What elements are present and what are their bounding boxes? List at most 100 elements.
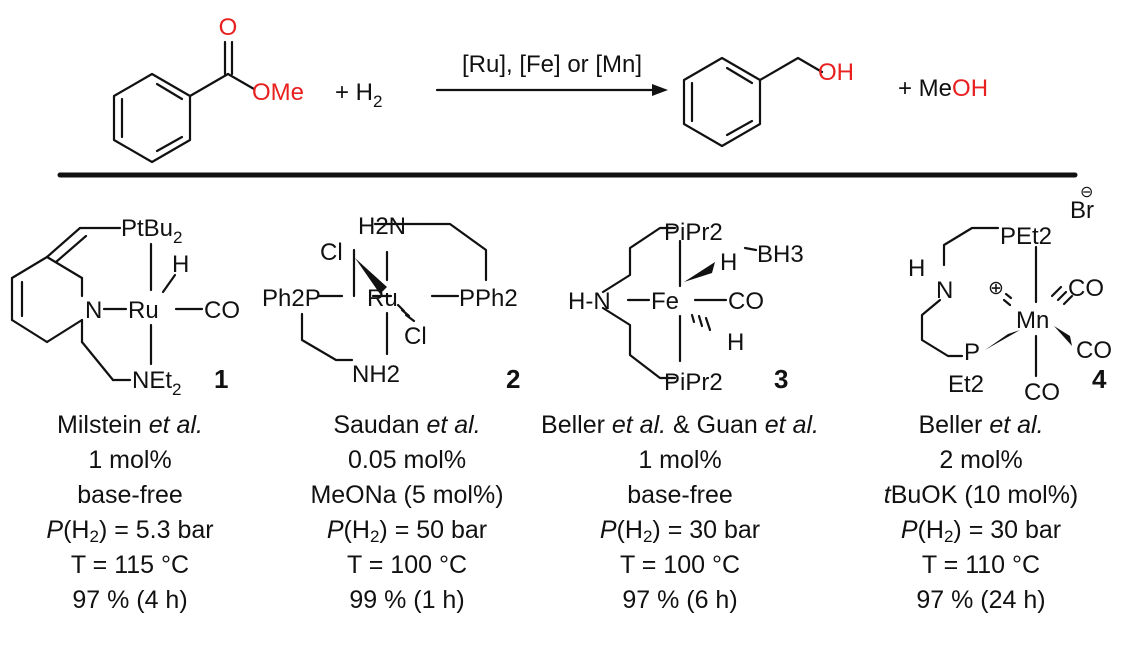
cat4-n: N xyxy=(936,277,953,304)
cat4-co2: CO xyxy=(1076,337,1112,364)
cat1-yield: 97 % (4 h) xyxy=(72,586,188,614)
meoh-oh-text: OH xyxy=(952,75,988,102)
cat4-pressure: = 30 bar xyxy=(968,516,1062,544)
cat4-yield: 97 % (24 h) xyxy=(916,586,1046,614)
ch2oh-bond xyxy=(758,56,824,82)
cat4-pressure-line: P(H2) = 30 bar xyxy=(900,516,1062,546)
cat2-et-al: et al. xyxy=(426,411,481,439)
cat3-et-al-2: et al. xyxy=(764,411,819,439)
cat3-h-bh3: H xyxy=(720,249,737,276)
cat2-base: MeONa (5 mol%) xyxy=(310,481,504,509)
product-benzene-ring xyxy=(682,56,762,148)
cat1-net-sub: 2 xyxy=(172,380,181,399)
cat2-metal: Ru xyxy=(367,285,398,312)
cat2-nh2: NH2 xyxy=(352,361,400,388)
cat1-metal: Ru xyxy=(128,297,159,324)
plus-h-text: + H xyxy=(335,79,373,106)
cat3-metal: Fe xyxy=(651,288,679,315)
cat1-ptbu2: PtBu2 xyxy=(121,215,183,247)
cat4-metal: Mn xyxy=(1016,307,1049,334)
cat4-loading: 2 mol% xyxy=(939,446,1023,474)
cat4-et2: Et2 xyxy=(948,371,984,398)
ester-benzene-ring xyxy=(112,72,192,164)
h2-subscript: 2 xyxy=(373,92,382,111)
catalyst-3-number: 3 xyxy=(774,364,788,394)
cat3-h: H xyxy=(727,329,744,356)
catalyst-4-conditions: Beller et al. 2 mol% tBuOK (10 mol%) P(H… xyxy=(836,408,1126,618)
cat2-h2n: H2N xyxy=(358,213,406,240)
cat4-p: P xyxy=(964,339,980,366)
cat4-temperature: T = 110 °C xyxy=(921,551,1041,579)
cat3-author: Beller xyxy=(541,411,605,439)
cat4-et-al: et al. xyxy=(989,411,1044,439)
cat4-base-line: tBuOK (10 mol%) xyxy=(836,478,1126,513)
cat2-ph2p: Ph2P xyxy=(262,285,321,312)
product-oh: OH xyxy=(818,59,854,86)
cat3-co: CO xyxy=(728,288,764,315)
cat2-cl-bottom: Cl xyxy=(404,323,427,350)
cat3-temperature: T = 100 °C xyxy=(619,551,741,579)
cat4-h: H xyxy=(908,255,925,282)
cat4-minus: ⊖ xyxy=(1080,184,1093,201)
cat4-pet2: PEt2 xyxy=(1000,223,1052,250)
cat2-loading: 0.05 mol% xyxy=(347,446,467,474)
cat4-author-line: Beller et al. xyxy=(836,408,1126,443)
ome-text: OMe xyxy=(252,79,304,106)
cat4-co3: CO xyxy=(1024,379,1060,406)
catalyst-3-conditions: Beller et al. & Guan et al. 1 mol% base-… xyxy=(535,408,825,618)
cat1-author: Milstein xyxy=(57,411,142,439)
cat2-pph2: PPh2 xyxy=(459,285,518,312)
cat3-author-line: Beller et al. & Guan et al. xyxy=(535,408,825,443)
cat3-bh3: BH3 xyxy=(757,241,804,268)
cat1-temperature: T = 115 °C xyxy=(70,551,190,579)
h2-reagent: + H2 xyxy=(335,79,382,111)
cat3-pressure-line: P(H2) = 30 bar xyxy=(599,516,761,546)
cat3-loading: 1 mol% xyxy=(638,446,722,474)
cat3-hn: H-N xyxy=(568,288,611,315)
cat1-ptbu-sub: 2 xyxy=(173,228,182,247)
cat1-n: N xyxy=(85,297,102,324)
cat3-author2: & Guan xyxy=(673,411,758,439)
cat4-author: Beller xyxy=(918,411,983,439)
catalysts-label: [Ru], [Fe] or [Mn] xyxy=(462,51,642,78)
catalyst-2-conditions: Saudan et al. 0.05 mol% MeONa (5 mol%) P… xyxy=(262,408,552,618)
cat3-base: base-free xyxy=(627,481,733,509)
cat3-p-bottom: PiPr2 xyxy=(664,369,723,396)
cat3-pressure: = 30 bar xyxy=(667,516,761,544)
catalyst-3-structure xyxy=(601,226,758,380)
cat4-co1: CO xyxy=(1068,275,1104,302)
cat1-et-al: et al. xyxy=(148,411,203,439)
cat1-ptbu-text: PtBu xyxy=(121,215,173,242)
cat3-p-top: PiPr2 xyxy=(664,219,723,246)
cat2-pressure: = 50 bar xyxy=(394,516,488,544)
cat4-base: BuOK (10 mol%) xyxy=(890,481,1079,509)
cat1-pressure: = 5.3 bar xyxy=(114,516,214,544)
cat1-co: CO xyxy=(204,297,240,324)
cat1-loading: 1 mol% xyxy=(88,446,172,474)
cat2-author: Saudan xyxy=(333,411,420,439)
cat2-pressure-line: P(H2) = 50 bar xyxy=(326,516,488,546)
methanol-label: + MeOH xyxy=(898,75,988,102)
cat2-yield: 99 % (1 h) xyxy=(349,586,465,614)
cat1-base: base-free xyxy=(77,481,183,509)
cat4-base-prefix: t xyxy=(883,481,891,509)
ester-carbonyl-o: O xyxy=(219,14,238,41)
cat1-author-line: Milstein et al. xyxy=(0,408,275,443)
catalyst-1-conditions: Milstein et al. 1 mol% base-free P(H2) =… xyxy=(0,408,275,618)
cat4-charge: ⊕ xyxy=(988,278,1004,299)
catalyst-1-structure xyxy=(10,226,204,382)
cat1-net-text: NEt xyxy=(132,367,172,394)
cat3-yield: 97 % (6 h) xyxy=(622,586,738,614)
cat1-net2: NEt2 xyxy=(132,367,181,399)
catalyst-1-number: 1 xyxy=(214,364,228,394)
cat3-et-al: et al. xyxy=(611,411,667,439)
plus-me-text: + Me xyxy=(898,75,952,102)
cat1-pressure-line: P(H2) = 5.3 bar xyxy=(46,516,214,546)
cat4-br: Br xyxy=(1070,197,1094,224)
cat1-h: H xyxy=(172,251,189,278)
cat2-author-line: Saudan et al. xyxy=(262,408,552,443)
cat2-cl-top: Cl xyxy=(320,239,343,266)
ester-bond xyxy=(188,72,230,98)
catalyst-2-number: 2 xyxy=(506,364,520,394)
